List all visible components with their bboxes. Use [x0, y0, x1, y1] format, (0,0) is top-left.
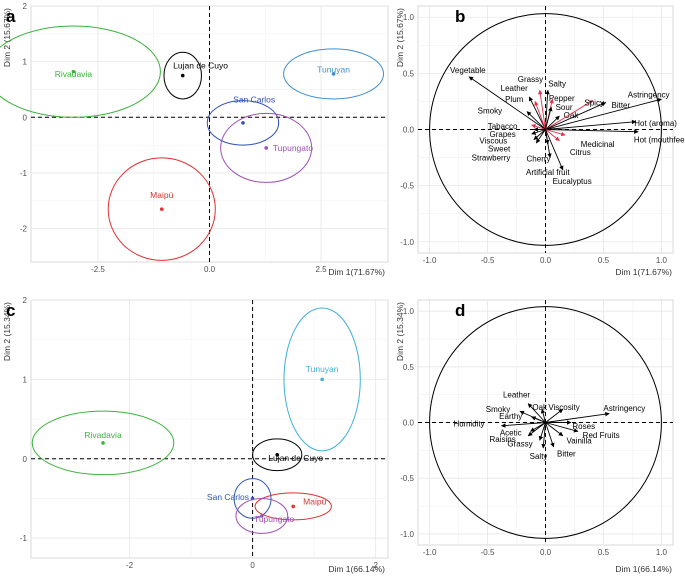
- data-point: [181, 74, 185, 78]
- variable-label: Bitter: [557, 450, 576, 459]
- y-tick-label: -1.0: [400, 530, 414, 539]
- variable-label: Grassy: [507, 440, 532, 449]
- x-tick-label: 1.0: [656, 256, 668, 265]
- variable-label: Hot (mouthfeel): [634, 136, 685, 145]
- y-tick-label: 2: [23, 2, 28, 11]
- y-tick-label: -1.0: [400, 238, 414, 247]
- x-tick-label: 2.5: [316, 265, 328, 274]
- variable-label: Vainilla: [567, 436, 593, 445]
- variable-label: Astringency: [603, 404, 645, 413]
- y-tick-label: 0.0: [403, 126, 415, 135]
- x-tick-label: -0.5: [481, 548, 495, 557]
- y-tick-label: 1: [23, 375, 28, 384]
- variable-label: Pepper: [549, 94, 575, 103]
- variable-label: Salty: [530, 452, 548, 461]
- point-label: Rivadavia: [55, 69, 93, 79]
- variable-label: Earthy: [499, 412, 522, 421]
- data-point: [320, 378, 324, 382]
- y-tick-label: -1: [20, 169, 28, 178]
- variable-label: Viscosity: [548, 403, 579, 412]
- point-label: Maipú: [303, 497, 326, 507]
- data-point: [160, 207, 164, 211]
- y-tick-label: -0.5: [400, 182, 414, 191]
- variable-label: Smoky: [478, 106, 502, 115]
- variable-label: Spicy: [584, 99, 604, 108]
- data-point: [264, 146, 268, 150]
- variable-label: Leather: [503, 391, 530, 400]
- variable-label: Grassy: [518, 75, 543, 84]
- variable-label: Plum: [505, 95, 524, 104]
- data-point: [101, 441, 105, 445]
- y-tick-label: -1: [20, 534, 28, 543]
- x-axis-label: Dim 1(71.67%): [615, 267, 672, 277]
- x-tick-label: 1.0: [656, 548, 668, 557]
- point-label: San Carlos: [233, 94, 275, 104]
- x-tick-label: 0.0: [204, 265, 216, 274]
- variable-label: Hot (aroma): [634, 119, 677, 128]
- variable-label: Salty: [548, 79, 566, 88]
- panel-letter: d: [455, 301, 465, 320]
- panel-letter: c: [6, 301, 15, 320]
- point-label: Tupungato: [273, 143, 314, 153]
- y-axis-label: Dim 2 (15.34%): [395, 302, 405, 361]
- y-tick-label: 1: [23, 58, 28, 67]
- x-axis-label: Dim 1(66.14%): [328, 564, 385, 574]
- variable-label: Vegetable: [450, 66, 486, 75]
- x-tick-label: -1.0: [423, 548, 437, 557]
- variable-label: Humidity: [453, 420, 484, 429]
- variable-label: Leather: [501, 84, 528, 93]
- x-tick-label: -2: [126, 561, 134, 570]
- y-tick-label: 2: [23, 296, 28, 305]
- point-label: Lujan de Cuyo: [268, 453, 323, 463]
- point-label: Maipú: [150, 190, 173, 200]
- point-label: San Carlos: [207, 492, 249, 502]
- data-point: [291, 505, 295, 509]
- y-tick-label: 0.0: [403, 419, 415, 428]
- x-tick-label: 0.5: [598, 256, 610, 265]
- y-axis-label: Dim 2 (15.67%): [395, 8, 405, 67]
- variable-label: Astringency: [628, 91, 670, 100]
- x-tick-label: -0.5: [481, 256, 495, 265]
- point-label: Tunuyan: [306, 364, 339, 374]
- variable-label: Sweet: [488, 145, 511, 154]
- x-tick-label: 0.0: [540, 256, 552, 265]
- variable-label: Strawberry: [472, 154, 511, 163]
- variable-label: Eucalyptus: [553, 177, 592, 186]
- y-tick-label: -2: [20, 225, 28, 234]
- x-tick-label: 0.0: [540, 548, 552, 557]
- point-label: Tupungato: [254, 514, 295, 524]
- point-label: Lujan de Cuyo: [173, 61, 228, 71]
- variable-label: Artificial fruit: [526, 168, 570, 177]
- x-axis-label: Dim 1(66.14%): [615, 564, 672, 574]
- x-tick-label: 0.5: [598, 548, 610, 557]
- y-tick-label: -0.5: [400, 474, 414, 483]
- x-axis-label: Dim 1(71.67%): [328, 267, 385, 277]
- x-tick-label: -2.5: [91, 265, 105, 274]
- variable-label: Cherry: [527, 155, 551, 164]
- y-tick-label: 0.5: [403, 69, 415, 78]
- y-tick-label: 0.5: [403, 363, 415, 372]
- panel-letter: b: [455, 7, 465, 26]
- point-label: Rivadavia: [84, 430, 122, 440]
- y-tick-label: 0: [23, 455, 28, 464]
- variable-label: Roses: [572, 422, 595, 431]
- data-point: [241, 121, 245, 125]
- variable-label: Oak: [532, 403, 548, 412]
- x-tick-label: 0: [250, 561, 255, 570]
- point-label: Tunuyan: [317, 64, 350, 74]
- x-tick-label: -1.0: [423, 256, 437, 265]
- y-tick-label: 0: [23, 113, 28, 122]
- panel-letter: a: [6, 7, 16, 26]
- variable-label: Citrus: [570, 148, 591, 157]
